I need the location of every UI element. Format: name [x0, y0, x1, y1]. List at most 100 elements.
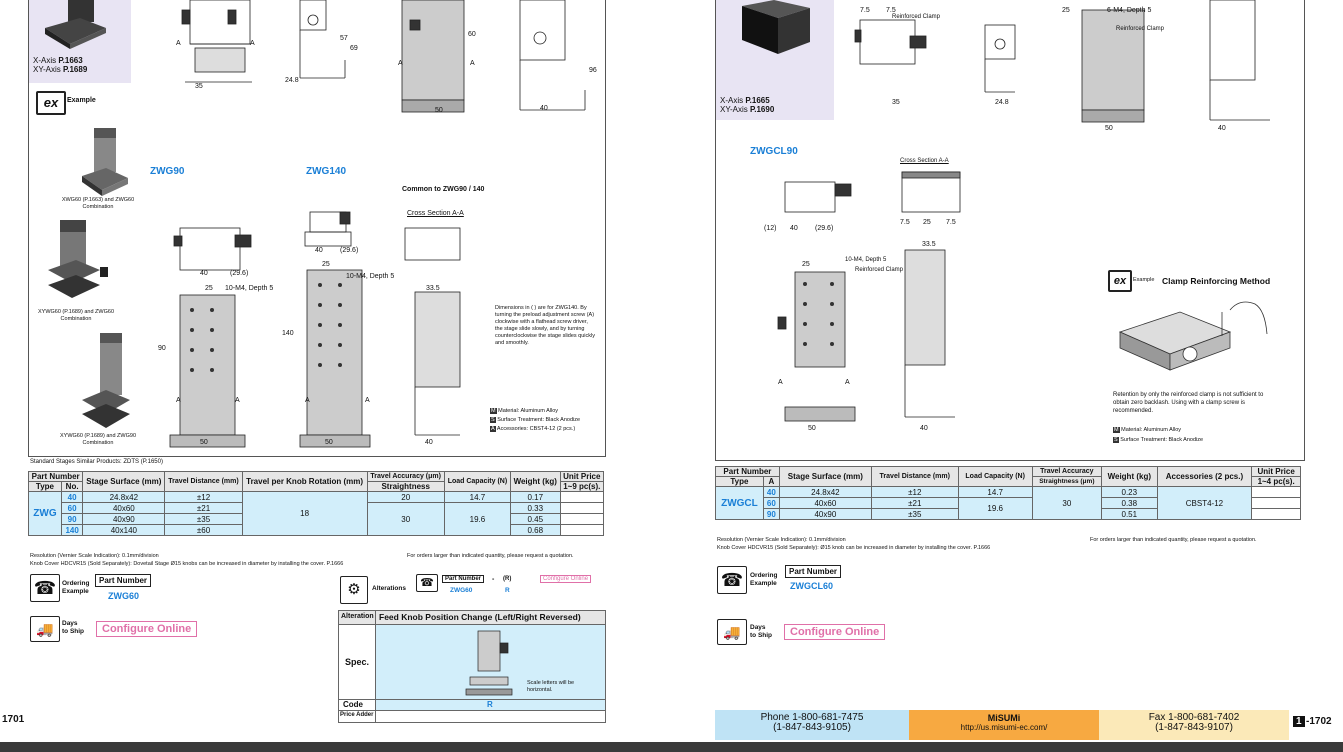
svg-text:10-M4, Depth 5: 10-M4, Depth 5 [225, 285, 273, 292]
configure-online-button[interactable]: Configure Online [96, 621, 198, 637]
right-order-example-value: ZWGCL60 [790, 581, 834, 591]
alt-example-r: R [505, 587, 510, 594]
svg-text:(12): (12) [764, 225, 776, 232]
combo-caption-2: XYWG60 (P.1689) and ZWG60 Combination [37, 309, 115, 322]
table-row: 140 40x140 ±60 0.68 [29, 524, 605, 536]
cross-section-label: Cross Section A-A [407, 210, 464, 217]
table-row: 60 40x60 ±21 19.6 0.38 [716, 497, 1301, 520]
combo-photo-2 [48, 220, 108, 298]
svg-text:33.5: 33.5 [922, 241, 936, 248]
right-truck-icon: 🚚 [717, 619, 747, 645]
svg-text:140: 140 [282, 330, 294, 337]
svg-text:A: A [398, 60, 403, 67]
combo-photo-3 [82, 333, 130, 428]
right-page-number: -1702 [1306, 716, 1332, 727]
example-icon: ex [36, 91, 66, 115]
alt-example: ZWG60 [450, 587, 473, 594]
svg-text:A: A [250, 40, 255, 47]
svg-text:50: 50 [200, 439, 208, 446]
right-spec-table: Part Number Stage Surface (mm) Travel Di… [715, 466, 1301, 520]
svg-text:57: 57 [340, 35, 348, 42]
svg-text:7.5: 7.5 [900, 219, 910, 226]
svg-text:6-M4, Depth 5: 6-M4, Depth 5 [1107, 7, 1151, 14]
combo-photo-1 [82, 128, 128, 196]
svg-text:25: 25 [1062, 7, 1070, 14]
left-sidebar-photo [40, 0, 110, 50]
svg-text:A: A [235, 397, 240, 404]
configure-online-small-button[interactable]: Configure Online [540, 575, 592, 583]
alteration-table: Alteration Feed Knob Position Change (Le… [338, 610, 606, 723]
svg-text:25: 25 [322, 261, 330, 268]
right-note-knob: Knob Cover HDCVR15 (Sold Separately): Ø1… [717, 545, 991, 551]
right-configure-online-button[interactable]: Configure Online [784, 624, 886, 640]
svg-text:69: 69 [350, 45, 358, 52]
table-row: ZWG 40 24.8x42 ±12 18 20 14.7 0.17 [28, 491, 605, 536]
note-quantity: For orders larger than indicated quantit… [407, 553, 574, 559]
right-spec-material: M Material: Aluminum Alloy S Surface Tre… [1113, 427, 1204, 443]
footer-phone-block: Phone 1-800-681-7475(1-847-843-9105) [715, 710, 909, 740]
svg-text:60: 60 [468, 31, 476, 38]
left-spec-table: Part Number Stage Surface (mm) Travel Di… [27, 471, 605, 536]
right-note-quantity: For orders larger than indicated quantit… [1090, 537, 1257, 543]
model-zwg140: ZWG140 [306, 166, 347, 177]
svg-text:A: A [365, 397, 370, 404]
left-drawing-frame [28, 0, 606, 457]
svg-text:40: 40 [920, 425, 928, 432]
svg-text:(29.6): (29.6) [815, 225, 833, 232]
footer-url[interactable]: http://us.misumi-ec.com/ [960, 723, 1048, 732]
right-note-resolution: Resolution (Vernier Scale Indication): 0… [717, 537, 846, 543]
left-page-number: 1701 [2, 714, 25, 725]
svg-text:A: A [176, 397, 181, 404]
model-zwgcl90: ZWGCL90 [750, 146, 798, 157]
clamp-illustration [1118, 301, 1268, 371]
svg-text:A: A [470, 60, 475, 67]
model-zwg90: ZWG90 [150, 166, 185, 177]
right-order-part-number-box: Part Number [785, 565, 842, 578]
alterations-label: Alterations [372, 585, 406, 592]
similar-products-note: Standard Stages Similar Products: ZDTS (… [30, 459, 163, 465]
left-page: X-Axis P.1663 XY-Axis P.1689 ex Example … [0, 0, 610, 725]
dimension-note: Dimensions in ( ) are for ZWG140. By tur… [495, 305, 595, 346]
svg-text:25: 25 [205, 285, 213, 292]
alt-dash: - [492, 576, 495, 583]
alt-part-number-box: Part Number [442, 575, 485, 583]
right-cross-section-label: Cross Section A-A [900, 158, 949, 164]
right-m4-label: 10-M4, Depth 5 [845, 257, 887, 263]
svg-text:40: 40 [540, 105, 548, 112]
svg-text:10-M4, Depth 5: 10-M4, Depth 5 [346, 273, 394, 280]
note-resolution: Resolution (Vernier Scale Indication): 0… [30, 553, 159, 559]
svg-text:(29.6): (29.6) [340, 247, 358, 254]
clamp-title: Clamp Reinforcing Method [1162, 276, 1271, 286]
clamp-note: Retention by only the reinforced clamp i… [1113, 392, 1264, 414]
svg-text:(29.6): (29.6) [230, 270, 248, 277]
svg-text:40: 40 [425, 439, 433, 446]
order-part-number-box: Part Number [95, 574, 152, 587]
svg-text:A: A [778, 379, 783, 386]
right-example-icon: ex [1108, 270, 1132, 292]
svg-text:24.8: 24.8 [995, 99, 1009, 106]
svg-text:7.5: 7.5 [860, 7, 870, 14]
svg-text:24.8: 24.8 [285, 77, 299, 84]
truck-icon: 🚚 [30, 616, 60, 642]
right-clamp-label: Reinforced Clamp [855, 267, 904, 273]
right-phone-icon: ☎ [717, 566, 747, 594]
alt-phone-icon: ☎ [416, 574, 438, 592]
table-row: 60 40x60 ±21 30 19.6 0.33 [29, 502, 605, 536]
svg-text:35: 35 [892, 99, 900, 106]
svg-text:50: 50 [435, 107, 443, 114]
svg-text:50: 50 [1105, 125, 1113, 132]
svg-text:7.5: 7.5 [886, 7, 896, 14]
bottom-strip [0, 742, 1343, 752]
svg-text:A: A [305, 397, 310, 404]
svg-text:A: A [176, 40, 181, 47]
svg-text:96: 96 [589, 67, 597, 74]
svg-text:40: 40 [790, 225, 798, 232]
svg-text:40: 40 [200, 270, 208, 277]
